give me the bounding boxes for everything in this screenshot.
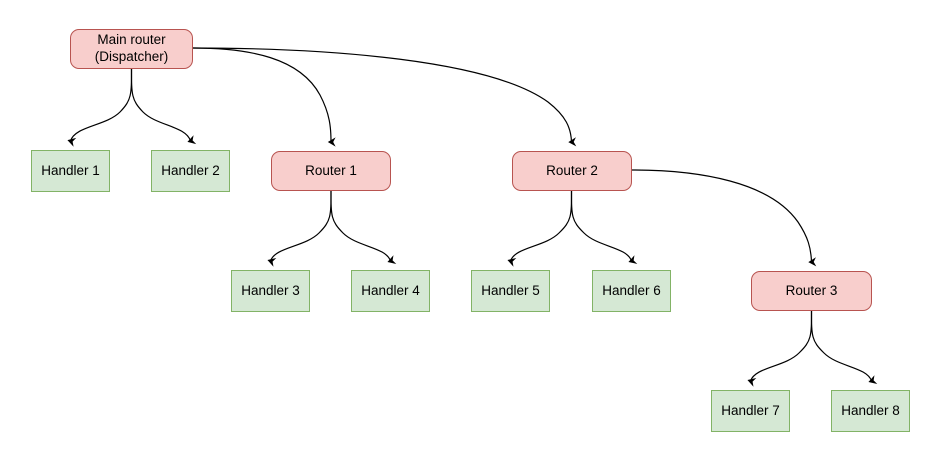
edge-main-to-router-1 (192, 47, 336, 147)
node-handler-3-label: Handler 3 (241, 282, 300, 298)
node-handler-1[interactable]: Handler 1 (31, 150, 110, 192)
edge-main-to-handler-2 (130, 68, 197, 145)
node-handler-5-label: Handler 5 (481, 282, 540, 298)
node-router-2-label: Router 2 (546, 162, 598, 178)
node-handler-6-label: Handler 6 (602, 282, 661, 298)
node-handler-2[interactable]: Handler 2 (151, 150, 230, 192)
edge-router-2-to-router-3 (631, 169, 817, 267)
node-handler-4-label: Handler 4 (361, 282, 420, 298)
edge-router-2-to-handler-5 (507, 190, 573, 267)
node-handler-2-label: Handler 2 (161, 162, 220, 178)
edge-router-3-to-handler-8 (810, 310, 878, 384)
node-main-router-label: Main router (Dispatcher) (94, 32, 169, 64)
node-handler-8[interactable]: Handler 8 (831, 390, 910, 432)
node-handler-1-label: Handler 1 (41, 162, 100, 178)
node-router-1-label: Router 1 (305, 162, 357, 178)
node-handler-8-label: Handler 8 (841, 402, 900, 418)
node-handler-7-label: Handler 7 (721, 402, 780, 418)
edge-main-to-router-2 (192, 47, 577, 147)
node-handler-4[interactable]: Handler 4 (351, 270, 430, 312)
edge-router-3-to-handler-7 (747, 310, 813, 387)
node-router-3-label: Router 3 (785, 282, 838, 298)
node-router-2[interactable]: Router 2 (512, 151, 632, 191)
edge-router-1-to-handler-3 (267, 190, 332, 267)
node-router-1[interactable]: Router 1 (271, 151, 391, 191)
node-handler-6[interactable]: Handler 6 (592, 270, 671, 312)
node-handler-3[interactable]: Handler 3 (231, 270, 310, 312)
node-router-3[interactable]: Router 3 (751, 271, 872, 311)
node-handler-7[interactable]: Handler 7 (711, 390, 790, 432)
node-main-router[interactable]: Main router (Dispatcher) (70, 29, 193, 69)
edge-router-1-to-handler-4 (330, 190, 397, 264)
edge-main-to-handler-1 (67, 68, 133, 147)
node-handler-5[interactable]: Handler 5 (471, 270, 550, 312)
edge-router-2-to-handler-6 (570, 190, 638, 264)
